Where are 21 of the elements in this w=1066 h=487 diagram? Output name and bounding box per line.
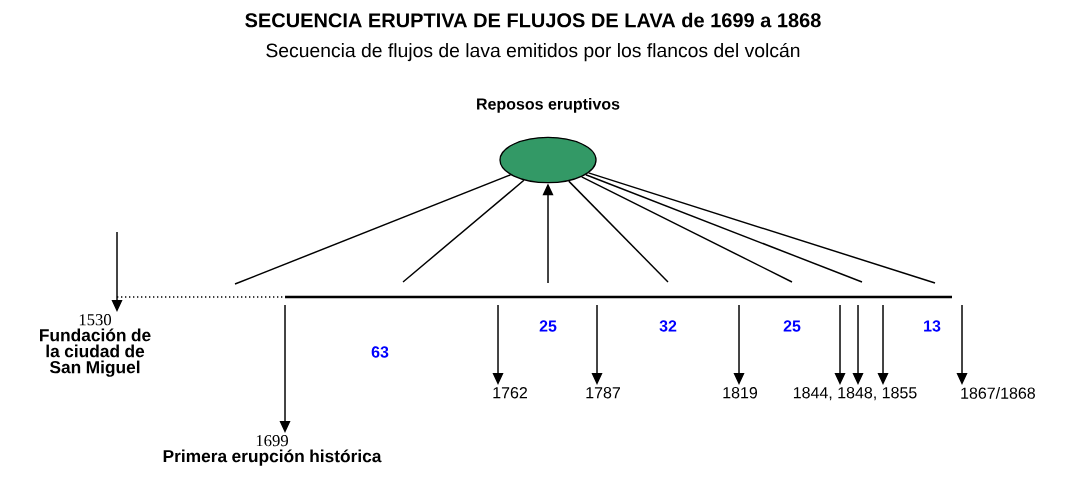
line <box>587 172 936 284</box>
line <box>585 173 863 283</box>
year-label: 1699 Primera erupción histórica <box>163 435 382 466</box>
node-label: Reposos eruptivos <box>477 97 620 113</box>
year-label: 1530 Fundación de la ciudad de San Miguel <box>40 314 151 377</box>
line <box>402 179 525 283</box>
line <box>580 176 793 283</box>
line <box>568 180 669 283</box>
year-label: 1867/1868 <box>961 387 1035 399</box>
interval-number: 32 <box>659 320 677 332</box>
subtitle: Secuencia de flujos de lava emitidos por los flancos del volcán <box>266 42 800 62</box>
interval-number: 63 <box>371 346 389 358</box>
title: SECUENCIA ERUPTIVA DE FLUJOS DE LAVA de 1699 a 1868 <box>245 12 821 28</box>
interval-number: 13 <box>924 320 941 332</box>
interval-number: 25 <box>539 320 557 332</box>
year-label: 1844, 1848, 1855 <box>793 387 917 401</box>
year-label: 1762 <box>493 387 527 399</box>
year-label: 1787 <box>586 387 620 399</box>
year-label: 1819 <box>723 387 758 399</box>
interval-number: 25 <box>783 320 801 332</box>
line <box>234 174 512 285</box>
